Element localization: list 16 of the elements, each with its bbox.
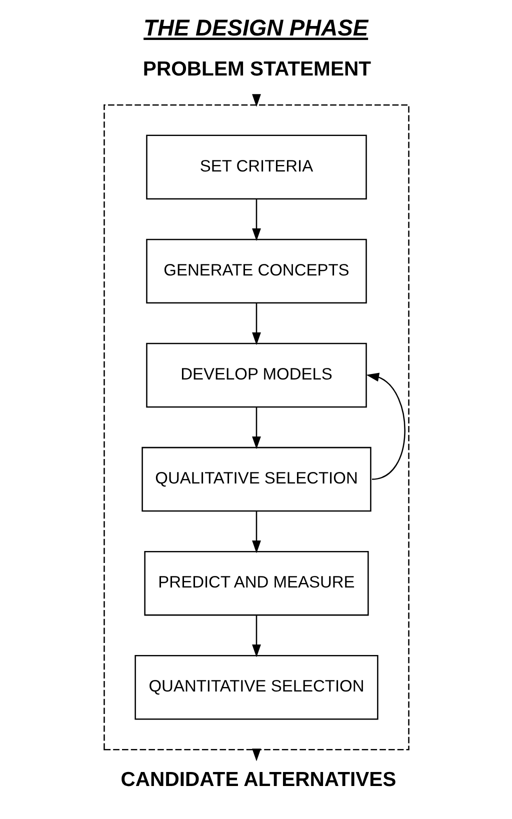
arrow: [252, 511, 260, 554]
node-text: CANDIDATE ALTERNATIVES: [120, 769, 396, 792]
cluster: [103, 104, 409, 750]
node-box: QUANTITATIVE SELECTION: [134, 655, 378, 720]
node-box: QUALITATIVE SELECTION: [141, 446, 371, 512]
node-box: GENERATE CONCEPTS: [146, 238, 366, 304]
arrow: [252, 615, 260, 658]
node-box: SET CRITERIA: [146, 134, 366, 200]
arrow: [366, 372, 405, 480]
node-text: PROBLEM STATEMENT: [142, 58, 371, 81]
arrow: [252, 198, 260, 242]
arrow: [252, 302, 260, 346]
arrow: [252, 406, 260, 450]
node-box: PREDICT AND MEASURE: [144, 550, 368, 616]
node-box: DEVELOP MODELS: [146, 342, 366, 408]
diagram-title: THE DESIGN PHASE: [143, 14, 368, 41]
